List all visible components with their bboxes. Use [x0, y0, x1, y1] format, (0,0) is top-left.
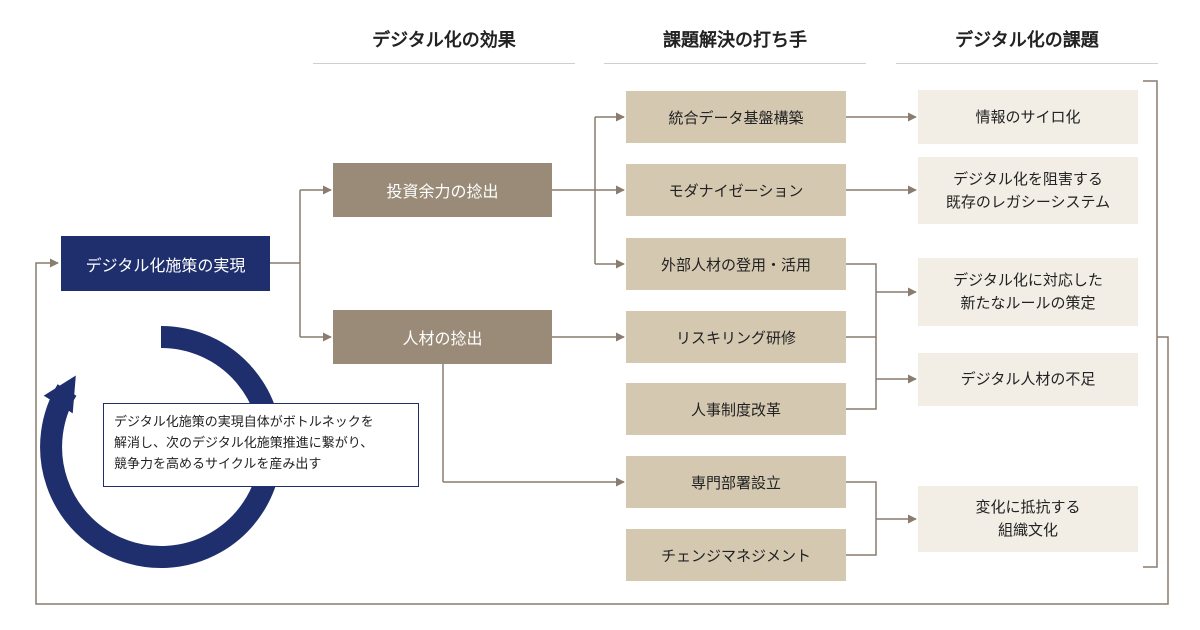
measure-data-platform-label: 統合データ基盤構築 — [668, 108, 804, 127]
effect-talent-box: 人材の捻出 — [333, 310, 552, 364]
issue-silo-label: 情報のサイロ化 — [975, 107, 1081, 126]
measure-data-platform-box: 統合データ基盤構築 — [626, 91, 846, 143]
header-issues: デジタル化の課題 — [955, 30, 1099, 51]
connector-start-effects — [270, 190, 301, 337]
effect-talent-label: 人材の捻出 — [402, 329, 483, 348]
connector-dept-culture — [846, 481, 877, 556]
cycle-arrow-icon — [40, 326, 283, 568]
start-box: デジタル化施策の実現 — [61, 236, 270, 291]
issue-rules-line2: 新たなルールの策定 — [960, 294, 1096, 312]
issue-culture-line1: 変化に抵抗する — [975, 498, 1081, 516]
measure-hr-reform-box: 人事制度改革 — [626, 383, 846, 435]
measure-reskilling-box: リスキリング研修 — [626, 311, 846, 363]
issue-culture-box: 変化に抵抗する 組織文化 — [918, 486, 1138, 552]
measure-modernization-box: モダナイゼーション — [626, 164, 846, 216]
measure-change-mgmt-label: チェンジマネジメント — [660, 546, 811, 565]
issue-legacy-line1: デジタル化を阻害する — [953, 169, 1103, 188]
issue-silo-box: 情報のサイロ化 — [918, 90, 1138, 144]
measure-dedicated-dept-label: 専門部署設立 — [690, 473, 781, 492]
measure-hr-reform-label: 人事制度改革 — [690, 400, 781, 419]
header-effects: デジタル化の効果 — [372, 30, 516, 51]
cycle-note-line1: デジタル化施策の実現自体がボトルネックを — [114, 415, 374, 430]
feedback-bracket — [1143, 80, 1158, 568]
connector-hr-shortage — [846, 337, 877, 410]
measure-external-talent-label: 外部人材の登用・活用 — [660, 255, 811, 274]
issue-rules-box: デジタル化に対応した 新たなルールの策定 — [918, 258, 1138, 326]
cycle-note-line2: 解消し、次のデジタル化施策推進に繋がり、 — [114, 436, 374, 451]
effect-investment-box: 投資余力の捻出 — [333, 163, 552, 217]
measure-external-talent-box: 外部人材の登用・活用 — [626, 238, 846, 290]
start-label: デジタル化施策の実現 — [85, 255, 246, 275]
effect-investment-label: 投資余力の捻出 — [386, 182, 499, 201]
feedback-loop-line — [35, 258, 1169, 605]
issue-culture-line2: 組織文化 — [997, 521, 1058, 539]
connector-external-rules — [846, 263, 877, 338]
header-effects-rule — [313, 63, 575, 64]
issue-legacy-box: デジタル化を阻害する 既存のレガシーシステム — [918, 157, 1138, 224]
issue-rules-line1: デジタル化に対応した — [953, 271, 1103, 289]
measure-modernization-label: モダナイゼーション — [668, 181, 804, 200]
header-measures-rule — [604, 63, 866, 64]
issue-shortage-label: デジタル人材の不足 — [960, 370, 1096, 388]
issue-legacy-line2: 既存のレガシーシステム — [945, 192, 1111, 211]
measure-dedicated-dept-box: 専門部署設立 — [626, 456, 846, 508]
header-issues-rule — [896, 63, 1158, 64]
measure-change-mgmt-box: チェンジマネジメント — [626, 529, 846, 581]
cycle-note-line3: 競争力を高めるサイクルを産み出す — [114, 457, 322, 472]
measure-reskilling-label: リスキリング研修 — [675, 328, 796, 347]
connector-investment-measures — [552, 117, 596, 264]
header-measures: 課題解決の打ち手 — [663, 30, 807, 51]
cycle-note: デジタル化施策の実現自体がボトルネックを 解消し、次のデジタル化施策推進に繋がり… — [103, 403, 419, 487]
issue-shortage-box: デジタル人材の不足 — [918, 353, 1138, 406]
